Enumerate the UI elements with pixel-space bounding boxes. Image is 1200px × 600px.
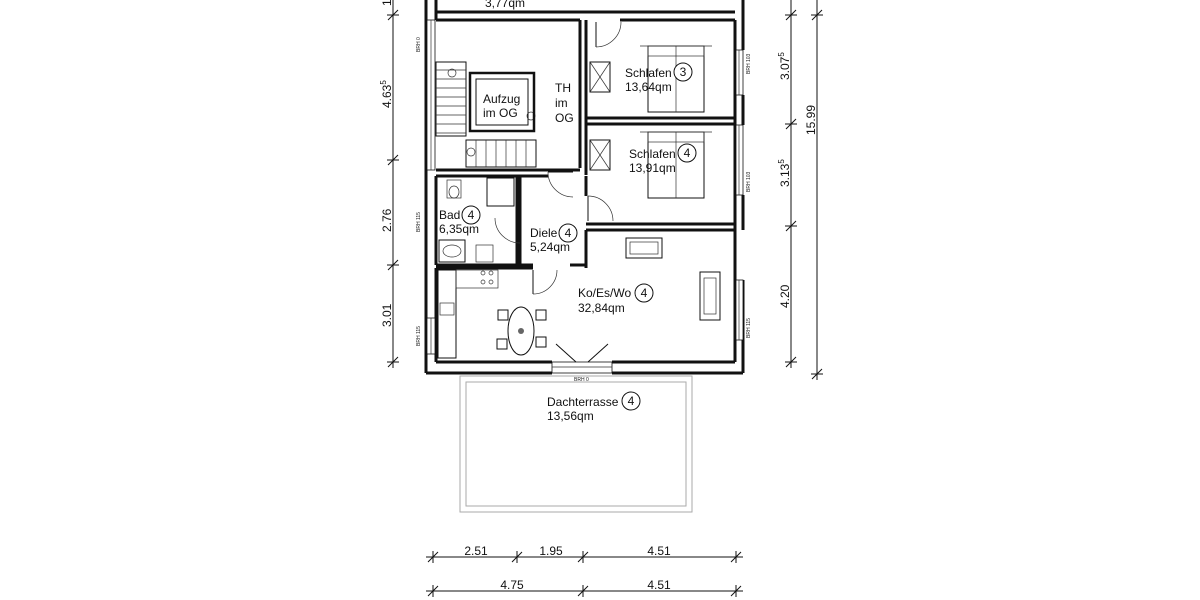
dim-bottom-2: 1.95 — [539, 544, 563, 558]
dim-left-2: 2.76 — [380, 208, 394, 232]
schlafen4-area: 13,91qm — [629, 161, 676, 175]
bad-badge-circle — [461, 205, 481, 225]
schlafen3-area: 13,64qm — [625, 80, 672, 94]
kochen-badge-circle — [634, 283, 654, 303]
schlafen3-badge-circle — [673, 62, 693, 82]
dim-bottom-1: 2.51 — [464, 544, 488, 558]
schlafen3-name: Schlafen — [625, 66, 672, 80]
brh-left-top: BRH 0 — [416, 37, 422, 52]
th-label-3: OG — [555, 111, 574, 125]
dim-bottom-5: 4.51 — [647, 578, 671, 592]
th-label-1: TH — [555, 81, 571, 95]
diele-badge: 4 — [565, 226, 572, 240]
brh-right-s3: BRH 103 — [746, 53, 752, 74]
bed-schlafen-3 — [640, 45, 712, 113]
bath-fixtures — [438, 177, 515, 263]
terrace — [459, 375, 693, 513]
brh-left-kitchen: BRH 115 — [416, 326, 422, 346]
dim-left-3: 3.01 — [380, 303, 394, 327]
terrasse-name: Dachterrasse — [547, 395, 619, 409]
kochen-area: 32,84qm — [578, 301, 625, 315]
dining-table — [496, 306, 547, 356]
dim-left-1: 4.635 — [379, 80, 394, 108]
brh-bottom-door: BRH 0 — [574, 377, 589, 383]
diele-badge-circle — [558, 223, 578, 243]
bad-name: Bad — [439, 208, 460, 222]
dim-bottom-4: 4.75 — [500, 578, 524, 592]
windows — [426, 19, 744, 374]
doors — [494, 21, 622, 363]
living-furniture — [625, 237, 721, 321]
dim-right-1-sup: 5 — [777, 52, 786, 57]
terrasse-area: 13,56qm — [547, 409, 594, 423]
brh-right-kitchen: BRH 115 — [746, 318, 752, 338]
stair — [435, 61, 537, 168]
bed-schlafen-4 — [640, 131, 712, 199]
schlafen4-badge: 4 — [684, 146, 691, 160]
dim-right-total: 15.99 — [804, 105, 818, 135]
dim-right-1: 3.075 — [777, 52, 792, 80]
schlafen4-badge-circle — [677, 143, 697, 163]
kochen-badge: 4 — [641, 286, 648, 300]
kochen-name: Ko/Es/Wo — [578, 286, 631, 300]
dim-right-3: 4.20 — [778, 284, 792, 308]
schlafen4-name: Schlafen — [629, 147, 676, 161]
aufzug-label-2: im OG — [483, 106, 518, 120]
brh-right-s4: BRH 103 — [746, 171, 752, 192]
bad-area: 6,35qm — [439, 222, 479, 236]
terrasse-badge-circle — [621, 391, 641, 411]
dim-right-2-sup: 5 — [777, 159, 786, 164]
diele-name: Diele — [530, 226, 558, 240]
dimension-bottom — [426, 551, 743, 597]
aufzug-label-1: Aufzug — [483, 92, 520, 106]
th-label-2: im — [555, 96, 568, 110]
kitchen-fixtures — [437, 269, 499, 359]
diele-area: 5,24qm — [530, 240, 570, 254]
dim-right-1-value: 3.07 — [778, 56, 792, 80]
dim-left-1-sup: 5 — [379, 80, 388, 85]
dim-right-2-value: 3.13 — [778, 163, 792, 187]
wardrobes — [589, 61, 611, 171]
elevator-shaft — [468, 71, 536, 133]
dim-right-2: 3.135 — [777, 159, 792, 187]
dim-bottom-3: 4.51 — [647, 544, 671, 558]
brh-left-bad: BRH 115 — [416, 212, 422, 232]
dim-left-top-cut: 1 — [380, 0, 394, 6]
bad-badge: 4 — [468, 208, 475, 222]
dimension-left — [387, 0, 399, 368]
terrasse-badge: 4 — [628, 394, 635, 408]
dim-left-1-value: 4.63 — [380, 84, 394, 108]
schlafen3-badge: 3 — [680, 65, 687, 79]
walls — [424, 0, 745, 375]
dimension-right — [785, 0, 823, 380]
room-top-area: 3,77qm — [485, 0, 525, 10]
